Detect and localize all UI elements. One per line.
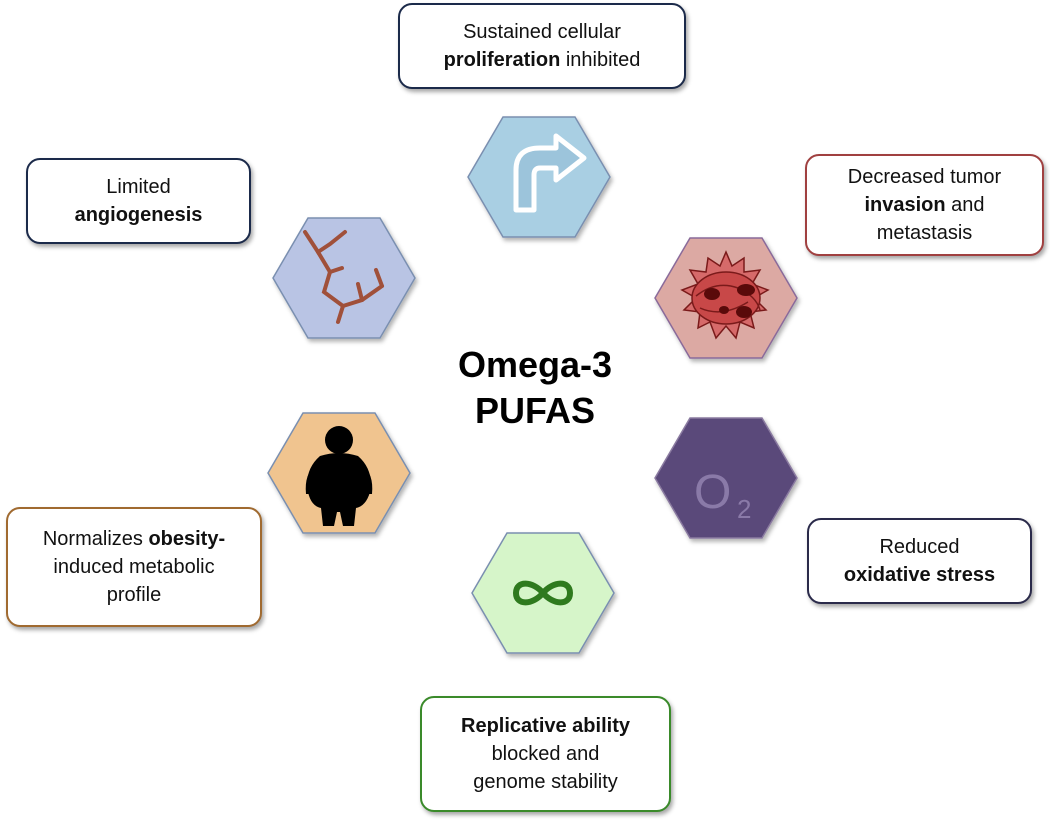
invasion-line2-rest: and	[945, 194, 985, 216]
obesity-line1-rest: Normalizes	[42, 528, 149, 550]
replicative-hexagon	[471, 532, 615, 654]
proliferation-hexagon	[467, 116, 611, 238]
invasion-keyword: invasion	[864, 194, 946, 216]
proliferation-line2-rest: inhibited	[560, 49, 641, 71]
obesity-line2: induced metabolic	[53, 556, 215, 578]
angiogenesis-keyword: angiogenesis	[74, 204, 203, 226]
replicative-line3: genome stability	[473, 771, 618, 793]
replicative-keyword: Replicative ability	[461, 715, 630, 737]
obesity-hexagon	[267, 412, 411, 534]
obesity-keyword: obesity-	[148, 528, 226, 550]
svg-text:O: O	[694, 466, 731, 519]
center-title-line1: Omega-3	[457, 344, 613, 385]
invasion-hexagon	[654, 237, 798, 359]
tumor-cells-icon	[680, 250, 770, 340]
oxidative-line1: Reduced	[879, 536, 960, 558]
center-title-line2: PUFAS	[474, 390, 596, 431]
invasion-line1: Decreased tumor	[847, 166, 1002, 188]
oxidative-box: Reduced oxidative stress	[807, 518, 1032, 604]
obesity-line3: profile	[106, 584, 162, 606]
invasion-line3: metastasis	[876, 222, 973, 244]
blood-vessel-icon	[303, 230, 384, 324]
obesity-box: Normalizes obesity- induced metabolic pr…	[6, 507, 262, 627]
oxidative-keyword: oxidative stress	[843, 564, 996, 586]
angiogenesis-hexagon	[272, 217, 416, 339]
replicative-line2: blocked and	[491, 743, 600, 765]
obese-person-icon	[305, 426, 373, 526]
proliferation-keyword: proliferation	[443, 49, 561, 71]
turn-right-arrow-icon	[513, 133, 587, 213]
center-title: Omega-3 PUFAS	[420, 342, 650, 434]
proliferation-line1: Sustained cellular	[463, 21, 621, 43]
angiogenesis-box: Limited angiogenesis	[26, 158, 251, 244]
angiogenesis-line1: Limited	[106, 176, 171, 198]
oxidative-hexagon: O 2	[654, 417, 798, 539]
replicative-box: Replicative ability blocked and genome s…	[420, 696, 671, 812]
proliferation-box: Sustained cellular proliferation inhibit…	[398, 3, 686, 89]
invasion-box: Decreased tumor invasion and metastasis	[805, 154, 1044, 256]
oxygen-o2-icon: O 2	[694, 466, 751, 524]
svg-text:2: 2	[737, 494, 751, 524]
infinity-icon	[512, 580, 574, 606]
